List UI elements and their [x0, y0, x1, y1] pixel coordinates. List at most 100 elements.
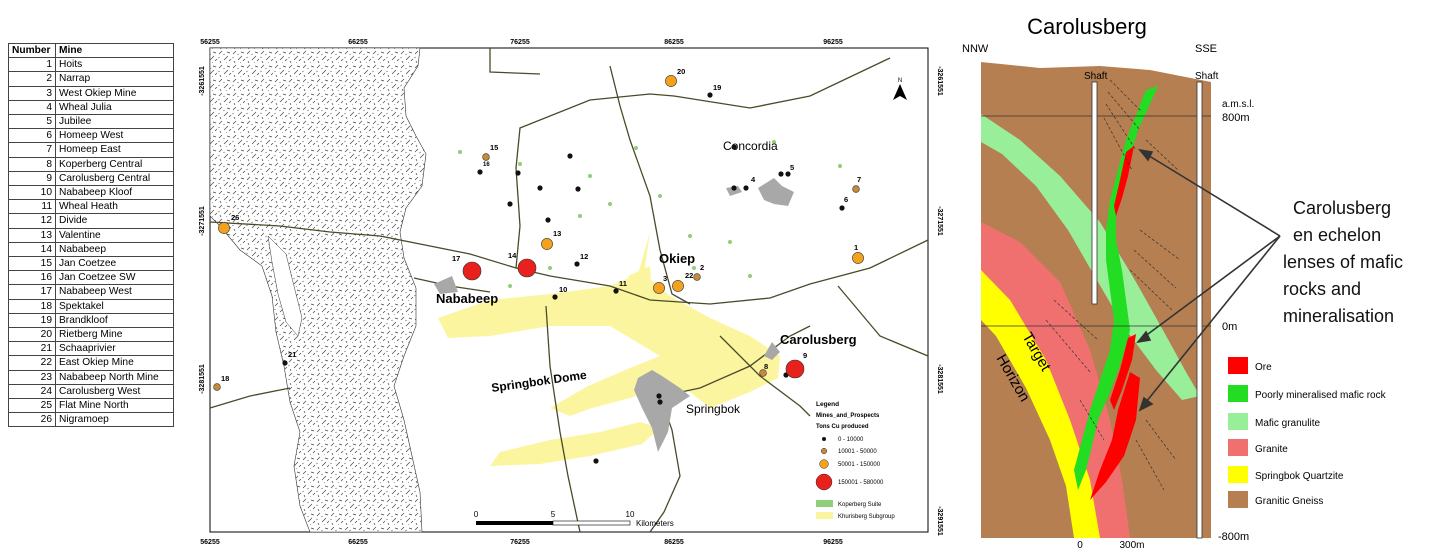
mine-number: 20: [8, 327, 56, 343]
mine-dot: [731, 144, 737, 150]
north-label: N: [898, 78, 902, 84]
mine-name: Schaaprivier: [55, 341, 174, 357]
mine-number: 25: [8, 398, 56, 414]
annotation-arrows: [1136, 148, 1281, 412]
mine-name: Nigramoep: [55, 412, 174, 428]
legend-swatch-quartzite: [1228, 466, 1248, 483]
mine-name: Jubilee: [55, 114, 174, 130]
y-tick-right: -3271551: [936, 206, 943, 236]
mine-dot: [574, 261, 580, 267]
annotation-line: en echelon: [1293, 225, 1381, 245]
scale-label: 0: [474, 510, 479, 519]
mine-number-label: 19: [713, 83, 721, 92]
town-label-okiep: Okiep: [659, 251, 695, 266]
legend-class: 50001 - 150000: [838, 462, 881, 468]
annotation-text: Carolusberg en echelon lenses of mafic r…: [1283, 198, 1403, 326]
mine-name: Flat Mine North: [55, 398, 174, 414]
mine-name: Jan Coetzee: [55, 256, 174, 272]
scale-label: 5: [551, 510, 556, 519]
mine-number-label: 21: [288, 350, 296, 359]
mine-dot: [707, 92, 713, 98]
mine-name: Nababeep North Mine: [55, 369, 174, 385]
x-tick-bottom: 76255: [510, 539, 530, 546]
mine-number: 17: [8, 284, 56, 300]
mine-dot: [613, 288, 619, 294]
mine-number: 19: [8, 312, 56, 329]
y-tick-right: -3291551: [936, 506, 943, 536]
annotation-line: mineralisation: [1283, 306, 1394, 326]
mine-number: 4: [8, 99, 56, 116]
geological-map: 56255 66255 76255 86255 96255 56255 6625…: [199, 39, 943, 546]
mine-name: Wheal Heath: [55, 199, 174, 215]
mine-number: 10: [8, 185, 56, 201]
amsl-label: a.m.s.l.: [1222, 99, 1254, 110]
mine-number-label: 9: [803, 351, 807, 360]
carolusberg-cross-section: Carolusberg NNW SSE: [962, 14, 1403, 549]
scale-label-0: 0: [1077, 540, 1083, 549]
mine-small: [759, 369, 767, 377]
mine-number: 15: [8, 256, 56, 272]
mine-number: 23: [8, 369, 56, 385]
mine-dot: [552, 294, 558, 300]
mine-name: Carolusberg Central: [55, 170, 174, 187]
mine-number: 18: [8, 298, 56, 314]
shaft-label-right: Shaft: [1195, 71, 1219, 82]
mine-name: Narrap: [55, 71, 174, 87]
y-tick-right: -3281551: [936, 364, 943, 394]
mine-number: 22: [8, 355, 56, 371]
mine-name: Valentine: [55, 227, 174, 243]
depth-label-minus-800: -800m: [1218, 531, 1249, 543]
shaft-left: [1091, 81, 1098, 305]
legend-polygon: Khurisberg Subgroup: [838, 514, 895, 520]
town-label-carolusberg: Carolusberg: [780, 332, 857, 347]
legend-swatch-mafic-granulite: [1228, 413, 1248, 430]
mine-number-label: 20: [677, 67, 685, 76]
column-header-number: Number: [8, 42, 56, 59]
mine-name: Hoits: [55, 57, 174, 73]
town-label-concordia: Concordia: [723, 139, 778, 153]
mine-number-label: 5: [790, 163, 794, 172]
mine-dot: [785, 171, 791, 177]
legend-class: 150001 - 580000: [838, 480, 884, 486]
legend-swatch-gneiss: [1228, 491, 1248, 508]
section-legend: Ore Poorly mineralised mafic rock Mafic …: [1228, 357, 1387, 508]
mine-name: Homeep West: [55, 128, 174, 144]
hatched-terrain: [209, 47, 427, 533]
mine-number-label: 1: [854, 243, 858, 252]
x-tick-bottom: 66255: [348, 539, 368, 546]
mine-number-label: 26: [231, 213, 239, 222]
x-tick-top: 56255: [200, 39, 220, 46]
x-tick-bottom: 86255: [664, 539, 684, 546]
legend-label: Ore: [1255, 362, 1272, 373]
mine-number-label: 3: [663, 274, 667, 283]
mine-name: Brandkloof: [55, 312, 174, 329]
mine-number: 7: [8, 142, 56, 158]
mine-markers: [213, 75, 864, 464]
mine-number: 21: [8, 341, 56, 357]
mine-name: Homeep East: [55, 142, 174, 158]
mine-name: West Okiep Mine: [55, 85, 174, 101]
mine-number-label: 18: [221, 374, 229, 383]
valley: [267, 235, 303, 337]
mine-number: 13: [8, 227, 56, 243]
mine-number-labels: 1 2 3 4 5 6 7 8 9 10 11 12 13 14 15 16 1…: [221, 67, 861, 383]
koperberg-suite: [458, 140, 842, 288]
mine-number: 16: [8, 270, 56, 286]
mine-dot: [731, 185, 737, 191]
mine-number-label: 8: [764, 362, 768, 371]
mine-name: Divide: [55, 213, 174, 229]
mine-number-label: 14: [508, 251, 517, 260]
